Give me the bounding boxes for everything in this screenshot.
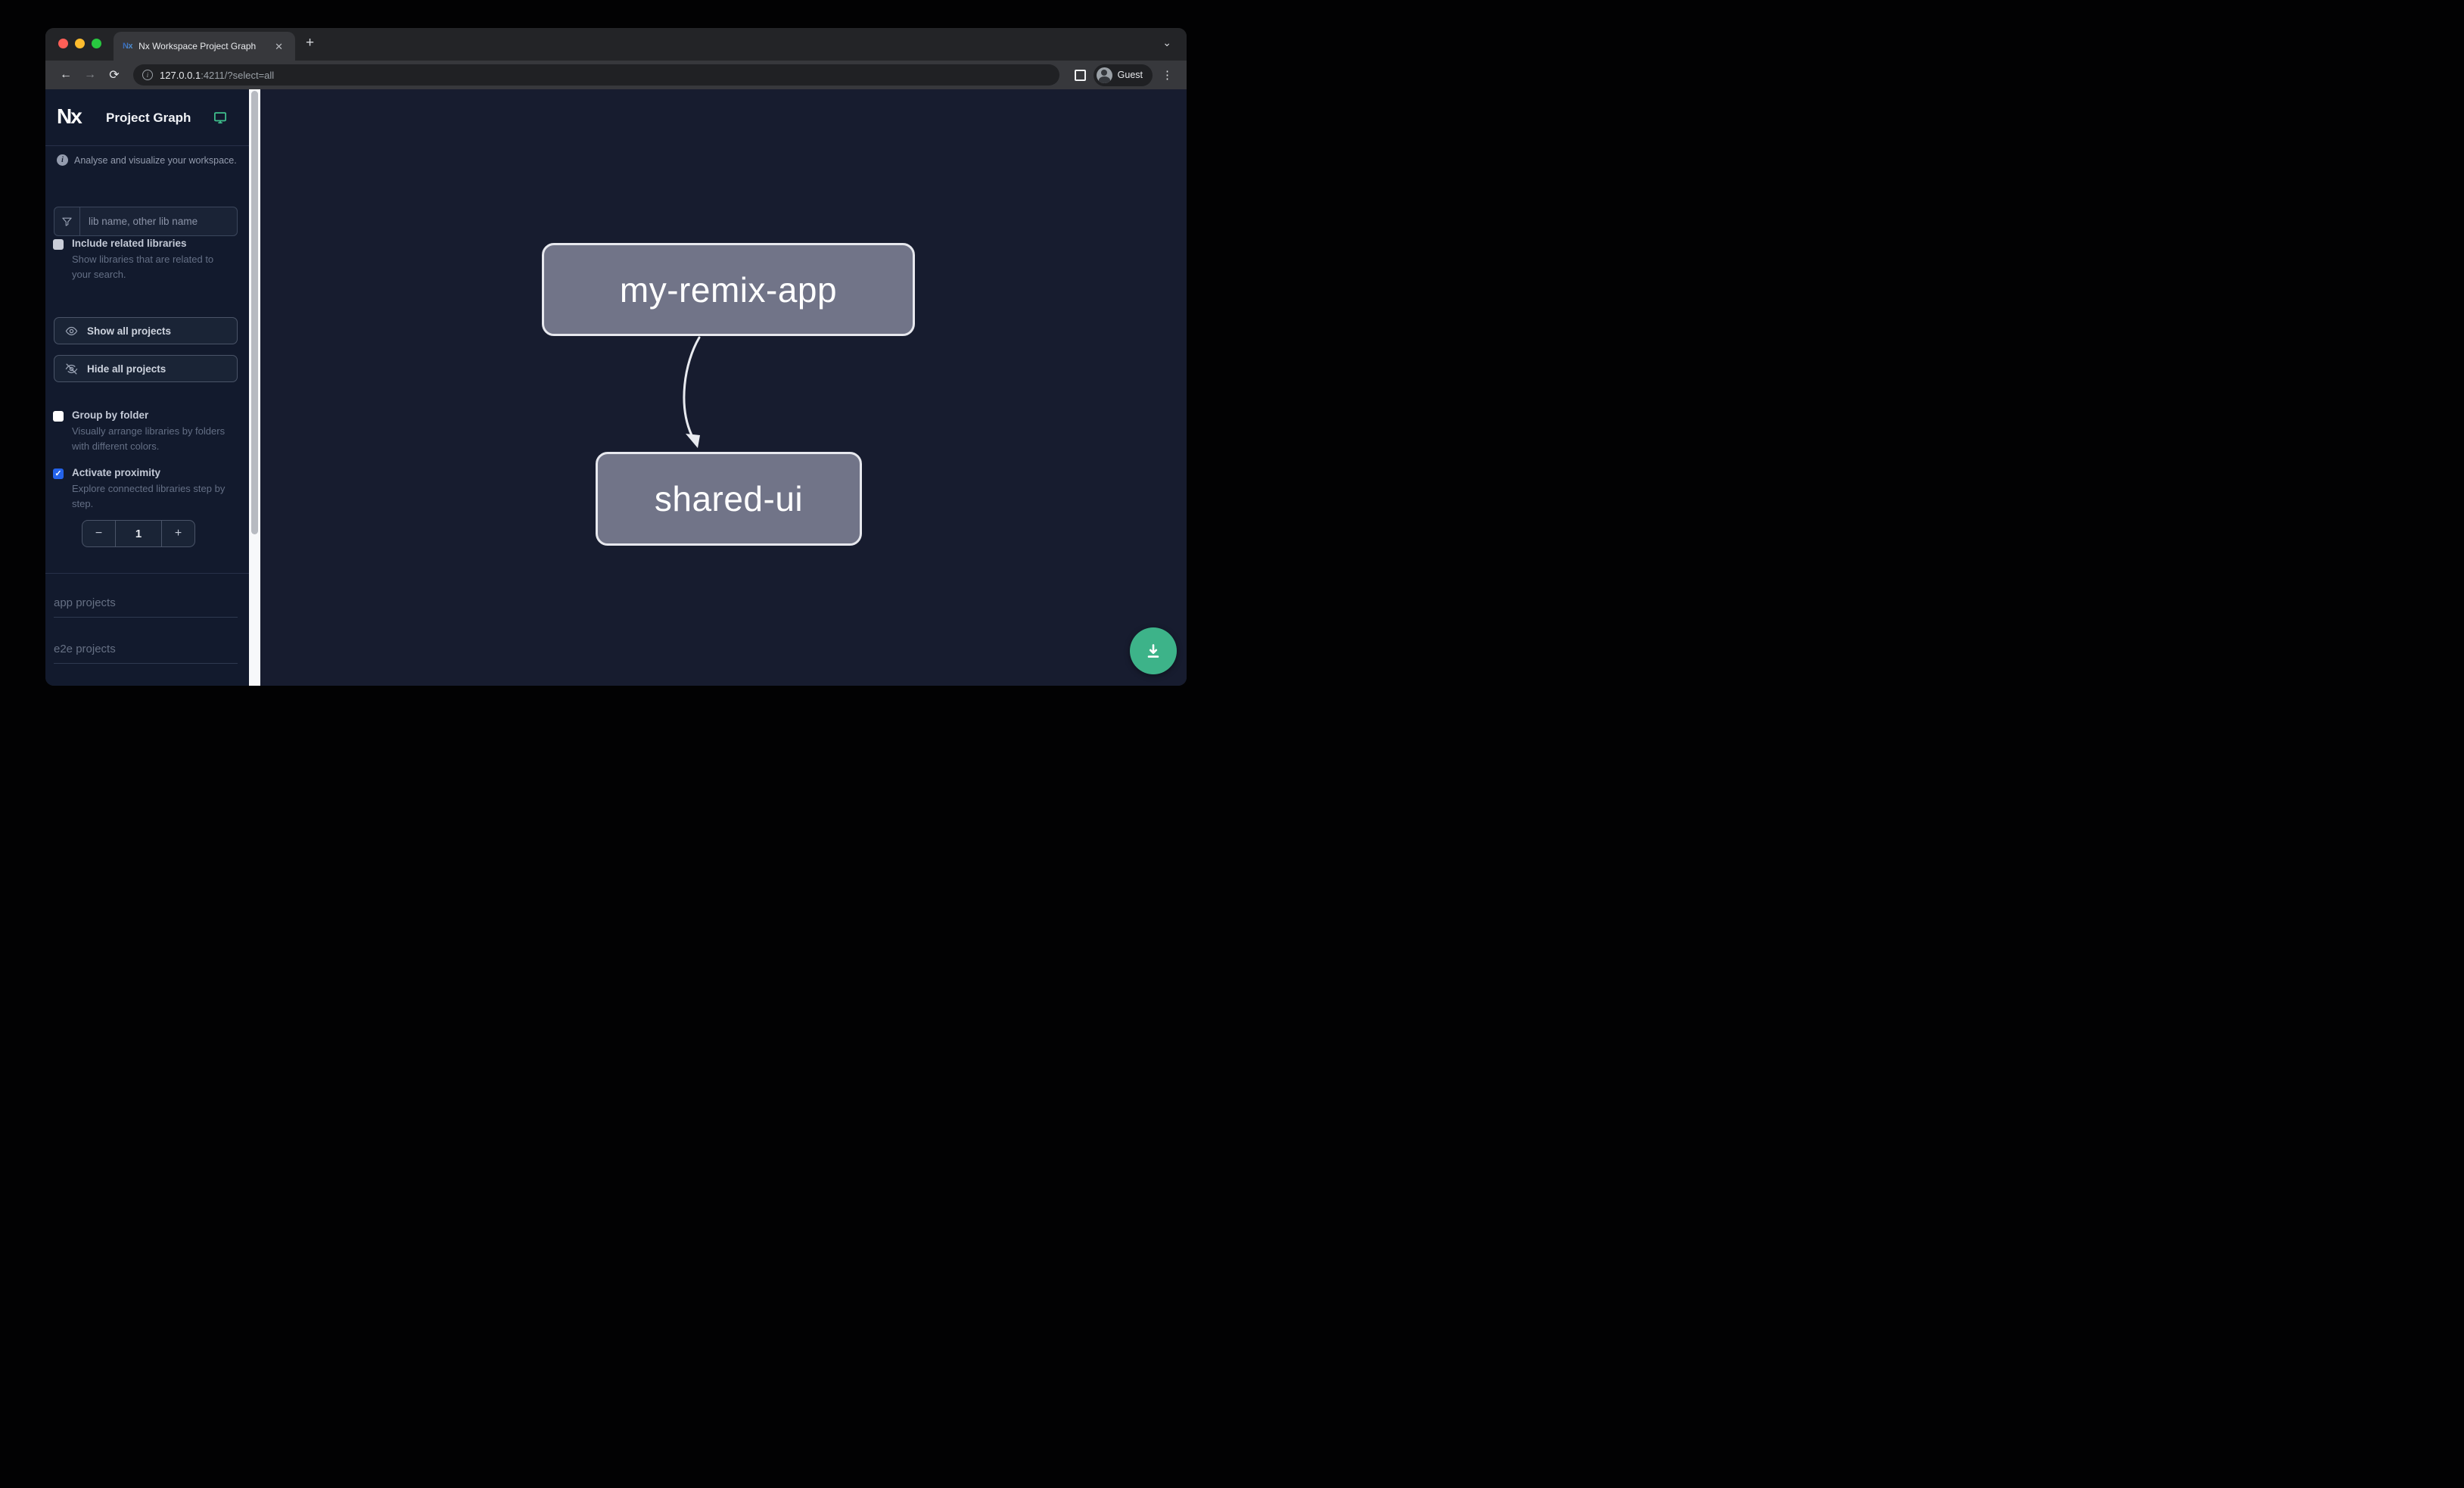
forward-button[interactable]: → (84, 68, 96, 81)
section-title: app projects (54, 596, 116, 609)
graph-node-my-remix-app[interactable]: my-remix-app (542, 243, 915, 336)
include-related-checkbox[interactable] (53, 239, 64, 250)
zoom-window-button[interactable] (92, 39, 101, 48)
url-path: :4211/?select=all (201, 69, 275, 81)
download-icon (1147, 644, 1159, 658)
search-input[interactable] (80, 207, 237, 235)
sidebar-scrollbar[interactable] (249, 89, 260, 686)
activate-proximity-checkbox-row: ✓ Activate proximity Explore connected l… (53, 467, 238, 511)
activate-proximity-checkbox[interactable]: ✓ (53, 469, 64, 479)
checkbox-description: Explore connected libraries step by step… (72, 483, 226, 509)
section-app-projects: app projects (54, 596, 238, 618)
stepper-value: 1 (135, 527, 142, 540)
checkbox-description: Visually arrange libraries by folders wi… (72, 425, 226, 452)
checkbox-description: Show libraries that are related to your … (72, 254, 214, 280)
minimize-window-button[interactable] (75, 39, 85, 48)
browser-window: Nx Nx Workspace Project Graph ✕ + ⌄ ← → … (45, 28, 1187, 686)
hide-all-projects-button[interactable]: Hide all projects (54, 355, 238, 382)
show-all-projects-button[interactable]: Show all projects (54, 317, 238, 344)
section-e2e-projects: e2e projects (54, 643, 238, 664)
nx-logo: Nx (57, 104, 82, 128)
nx-favicon-icon: Nx (123, 42, 133, 51)
increment-button[interactable]: + (161, 521, 194, 546)
include-related-checkbox-row: Include related libraries Show libraries… (53, 238, 238, 282)
sidebar-header: Nx Project Graph (45, 89, 249, 146)
decrement-button[interactable]: − (82, 521, 116, 546)
graph-node-shared-ui[interactable]: shared-ui (596, 452, 862, 546)
download-graph-button[interactable] (1130, 627, 1177, 674)
tab-close-icon[interactable]: ✕ (275, 40, 283, 52)
avatar-icon (1096, 67, 1112, 83)
address-bar[interactable]: i 127.0.0.1:4211/?select=all (133, 64, 1059, 86)
button-label: Show all projects (87, 325, 172, 337)
close-window-button[interactable] (58, 39, 68, 48)
monitor-icon (214, 112, 226, 124)
profile-button[interactable]: Guest (1093, 64, 1153, 86)
page-content: Nx Project Graph i Analyse and visualize… (45, 89, 1187, 686)
search-box (54, 207, 238, 236)
window-controls (58, 39, 101, 48)
button-label: Hide all projects (87, 363, 166, 375)
checkbox-label[interactable]: Activate proximity (72, 467, 161, 478)
checkbox-label[interactable]: Group by folder (72, 409, 149, 421)
new-tab-button[interactable]: + (306, 35, 315, 51)
tab-title: Nx Workspace Project Graph (138, 41, 257, 51)
eye-icon (65, 326, 78, 335)
site-info-icon[interactable]: i (142, 70, 153, 80)
side-panel-icon[interactable] (1074, 69, 1086, 81)
back-button[interactable]: ← (60, 68, 72, 81)
url-text: 127.0.0.1:4211/?select=all (160, 70, 274, 81)
tab-search-chevron-icon[interactable]: ⌄ (1162, 36, 1171, 48)
filter-funnel-icon (54, 207, 80, 235)
dependency-edge (683, 336, 701, 448)
sidebar: Nx Project Graph i Analyse and visualize… (45, 89, 249, 686)
page-title: Project Graph (106, 111, 191, 125)
eye-off-icon (65, 363, 78, 375)
sidebar-divider (45, 573, 249, 574)
browser-toolbar: ← → ⟳ i 127.0.0.1:4211/?select=all Guest… (45, 61, 1187, 89)
info-icon: i (57, 154, 68, 166)
graph-canvas[interactable]: my-remix-app shared-ui (260, 89, 1187, 686)
tagline-text: Analyse and visualize your workspace. (74, 155, 237, 166)
browser-tab[interactable]: Nx Nx Workspace Project Graph ✕ (114, 32, 295, 61)
section-title: e2e projects (54, 643, 116, 655)
url-host: 127.0.0.1 (160, 69, 201, 81)
tab-strip: Nx Nx Workspace Project Graph ✕ + ⌄ (45, 28, 1187, 61)
scrollbar-thumb[interactable] (251, 91, 258, 534)
proximity-stepper: − 1 + (82, 520, 195, 547)
browser-menu-icon[interactable]: ⋮ (1162, 69, 1173, 82)
checkbox-label[interactable]: Include related libraries (72, 238, 187, 249)
tagline-row: i Analyse and visualize your workspace. (57, 154, 241, 166)
reload-button[interactable]: ⟳ (109, 69, 120, 82)
profile-label: Guest (1117, 70, 1143, 80)
group-by-folder-checkbox[interactable] (53, 411, 64, 422)
group-by-folder-checkbox-row: Group by folder Visually arrange librari… (53, 409, 238, 453)
